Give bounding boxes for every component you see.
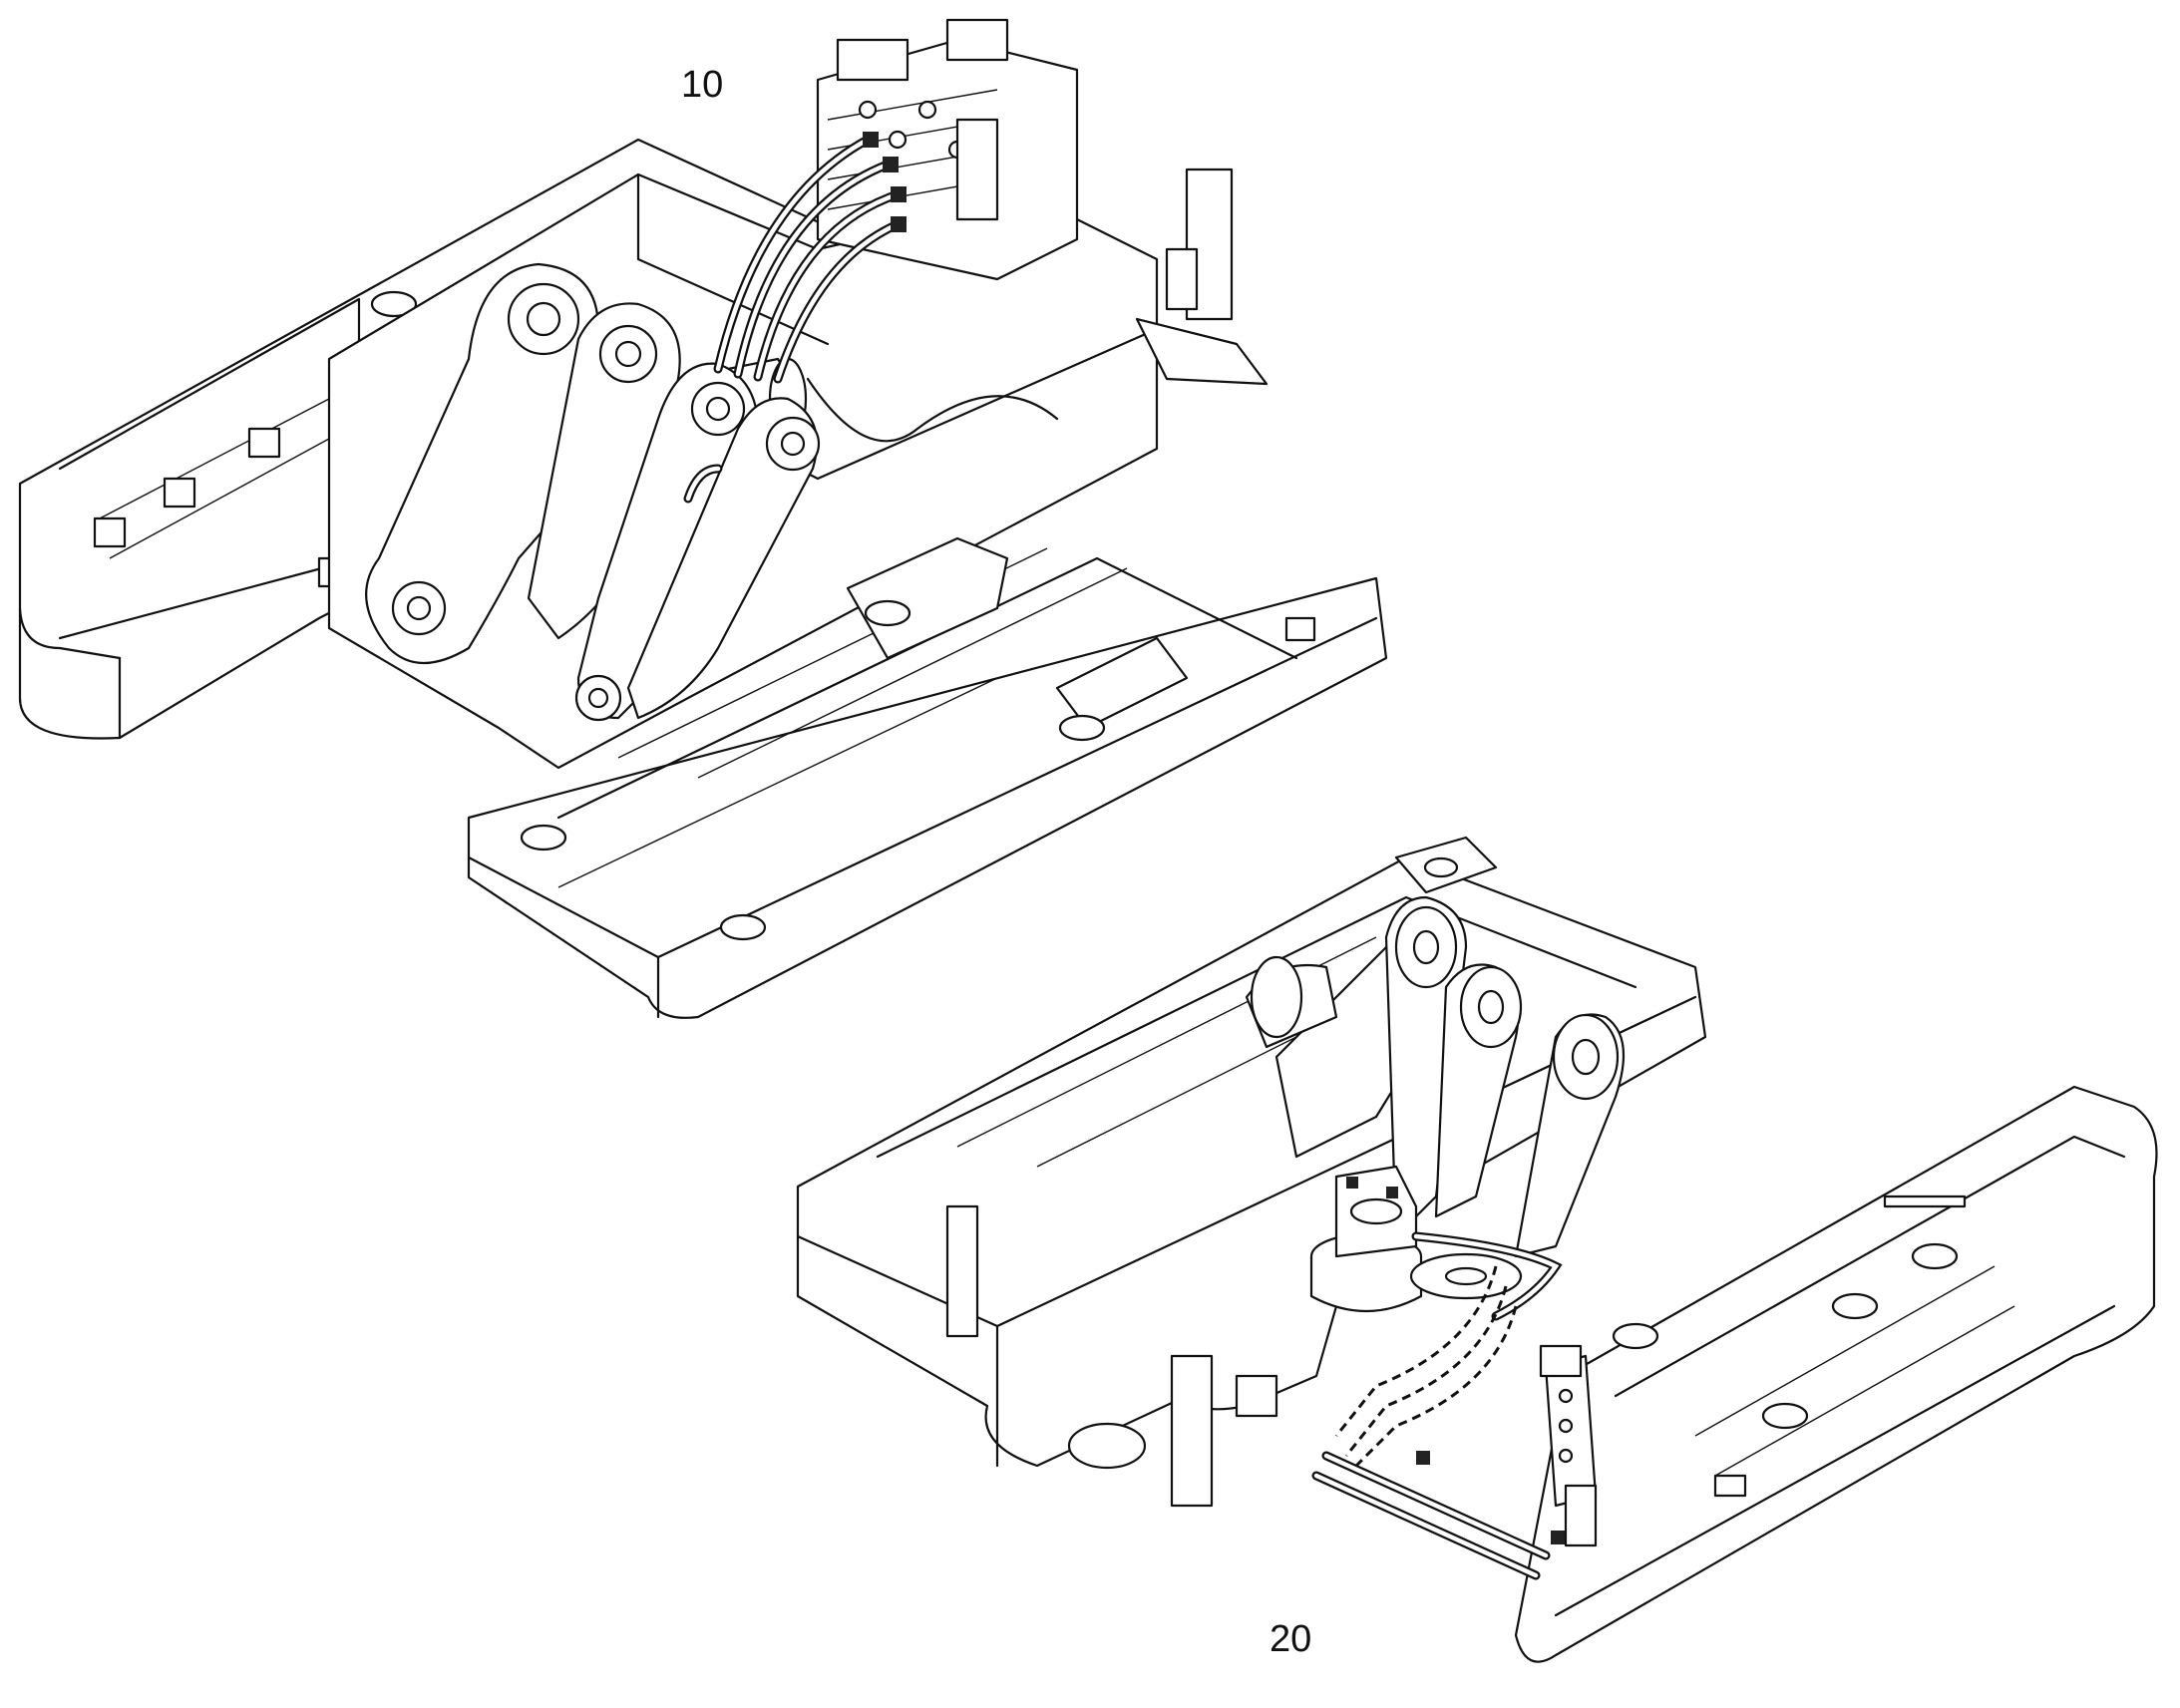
upper-right-frame xyxy=(467,536,1388,1019)
upper-hydraulic-hoses xyxy=(683,132,907,504)
lower-boom-foot xyxy=(1245,895,1626,1258)
lower-frame-assembly xyxy=(796,836,2158,1663)
lower-swing-motor xyxy=(1309,1165,1523,1312)
callout-assembly-10: 10 xyxy=(681,64,724,106)
upper-boom-foot-right xyxy=(574,362,821,722)
callout-assembly-20: 20 xyxy=(1270,1618,1312,1660)
upper-frame-assembly xyxy=(18,18,1388,1019)
lower-valve-column xyxy=(1539,1344,1598,1547)
lower-hydraulic-hoses xyxy=(1311,1231,1565,1580)
lower-right-platform xyxy=(1514,1085,2158,1663)
upper-control-valve xyxy=(816,18,1079,281)
